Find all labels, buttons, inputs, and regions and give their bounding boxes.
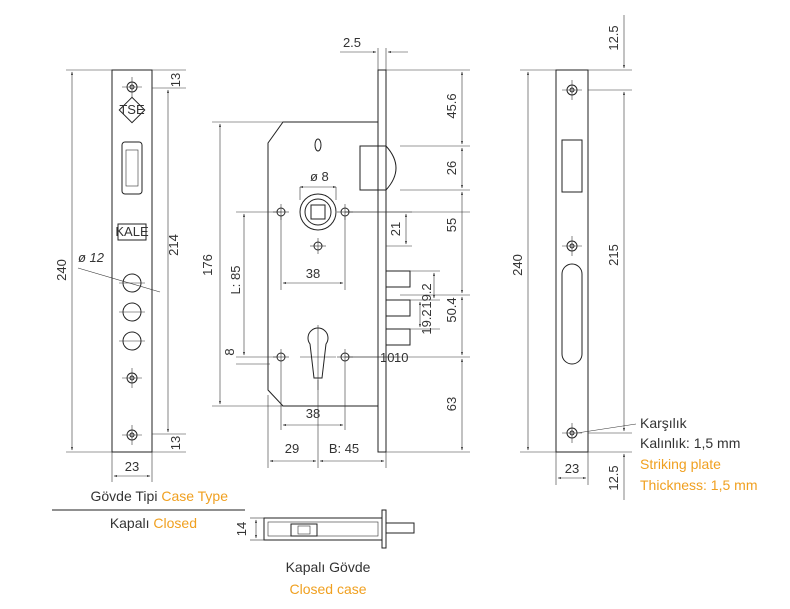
bolt-throw-1-label: 10 (380, 350, 394, 365)
striking-label-tr-1: Karşılık (640, 415, 688, 431)
side-case-body (263, 517, 383, 541)
side-view: 14 Kapalı Gövde Closed case (234, 509, 415, 597)
bolt-strike-opening (561, 263, 583, 365)
svg-text:KALE: KALE (115, 224, 149, 239)
bolt-3 (385, 328, 411, 346)
bolt-hole-1-icon (119, 273, 145, 293)
bolt-pitch-1-label: 19.2 (419, 283, 434, 308)
side-caption-en: Closed case (289, 581, 366, 597)
front-plate-view: TSE KALE ø 12 240 214 13 (54, 69, 186, 482)
side-spindle-block (290, 523, 318, 537)
spindle-hub-icon (299, 193, 337, 231)
side-thickness-label: 14 (234, 522, 249, 536)
plate-width-label: 23 (125, 459, 139, 474)
case-type-title-en: Case Type (161, 488, 228, 504)
bolt-pitch-2-label: 19.2 (419, 309, 434, 334)
striking-height-label: 240 (510, 254, 525, 276)
middle-screw-hole-icon (122, 368, 142, 388)
bolt-1 (385, 270, 411, 288)
bolt-2 (385, 299, 411, 317)
case-body (267, 121, 379, 407)
case-type-variant-tr: Kapalı (110, 515, 150, 531)
striking-plate-outline (555, 69, 589, 453)
bottom-distance-label: 63 (444, 397, 459, 411)
front-plate-outline (111, 69, 153, 453)
kale-mark-icon: KALE (115, 223, 149, 241)
plate-top-offset-label: 13 (168, 73, 183, 87)
case-view: 2.5 45.6 26 55 50.4 63 19.2 19.2 21 (200, 35, 470, 468)
latch (359, 145, 387, 191)
bolt-hole-3-icon (119, 331, 145, 351)
striking-bottom-offset-label: 12.5 (606, 465, 621, 490)
case-height-label: 176 (200, 254, 215, 276)
side-caption-tr: Kapalı Gövde (286, 559, 371, 575)
svg-text:TSE: TSE (119, 102, 145, 117)
plate-bottom-offset-label: 13 (168, 436, 183, 450)
latch-slot (121, 141, 143, 195)
spindle-gap-label: 55 (444, 218, 459, 232)
top-screw-hole-icon (122, 77, 142, 97)
spindle-diameter-label: ø 8 (310, 169, 329, 184)
spindle-to-top-label: 21 (388, 222, 403, 236)
side-front-plate (381, 509, 387, 549)
edge-offset-label: 29 (285, 441, 299, 456)
striking-label-tr-2: Kalınlık: 1,5 mm (640, 435, 740, 451)
latch-strike-opening (561, 139, 583, 193)
hole-diameter-label: ø 12 (78, 250, 105, 265)
plate-height-label: 240 (54, 259, 69, 281)
latch-offset-label: 45.6 (444, 93, 459, 118)
screw-boss-lower-icon (310, 238, 326, 254)
svg-text:Kapalı Closed: Kapalı Closed (110, 515, 197, 531)
striking-middle-screw-icon (562, 236, 582, 256)
striking-top-screw-icon (562, 80, 582, 100)
bolt-hole-2-icon (119, 302, 145, 322)
bolt-throw-2-label: 10 (394, 350, 408, 365)
striking-bottom-screw-icon (562, 423, 582, 443)
striking-plate-view: 240 215 12.5 12.5 23 Karşılık Kalınlık: … (510, 15, 757, 500)
side-bolt (385, 522, 415, 534)
case-front-plate (377, 69, 387, 453)
hole-spacing-upper-label: 38 (306, 266, 320, 281)
striking-label-en-2: Thickness: 1,5 mm (640, 477, 757, 493)
latch-height-label: 26 (444, 161, 459, 175)
case-type-legend: Gövde Tipi Case Type Kapalı Closed (52, 488, 245, 531)
case-type-title-tr: Gövde Tipi (91, 488, 158, 504)
striking-top-offset-label: 12.5 (606, 25, 621, 50)
center-distance-label: L: 85 (228, 266, 243, 295)
hole-spacing-lower-label: 38 (306, 406, 320, 421)
striking-width-label: 23 (565, 461, 579, 476)
svg-text:Gövde Tipi Case: Gövde Tipi Case Type (91, 488, 229, 504)
case-type-variant-en: Closed (153, 515, 197, 531)
plate-inner-height-label: 214 (166, 234, 181, 256)
striking-label-en-1: Striking plate (640, 456, 721, 472)
backset-label: B: 45 (329, 441, 359, 456)
cylinder-cutout-icon (300, 325, 336, 390)
striking-inner-height-label: 215 (606, 244, 621, 266)
bottom-screw-hole-icon (122, 425, 142, 445)
cylinder-offset-label: 8 (222, 348, 237, 355)
bolt-stack-label: 50.4 (444, 297, 459, 322)
tse-mark-icon: TSE (118, 96, 146, 124)
plate-thickness-label: 2.5 (343, 35, 361, 50)
